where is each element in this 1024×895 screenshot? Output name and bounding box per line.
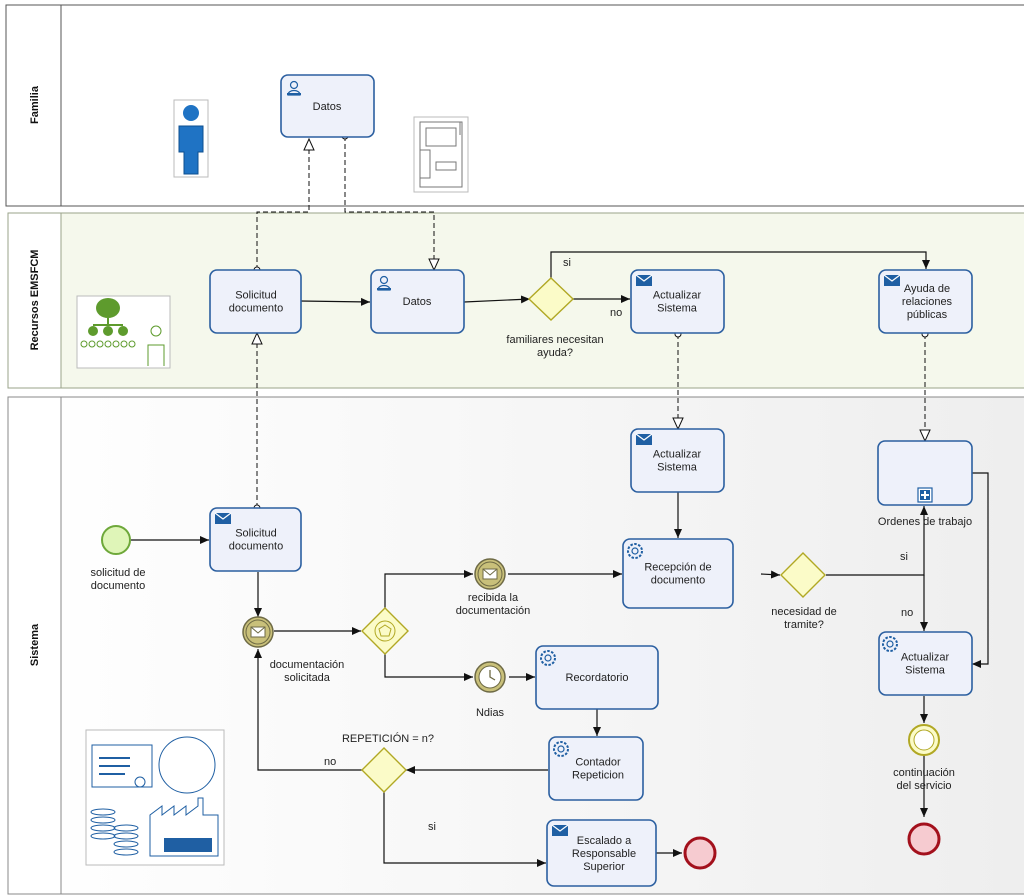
text-line: Actualizar: [653, 290, 702, 302]
label-ndias: Ndias: [476, 707, 505, 719]
label-no-right: no: [901, 607, 913, 619]
text-line: Actualizar: [901, 652, 950, 664]
text-line: documentación: [270, 659, 345, 671]
text-line: Datos: [403, 296, 432, 308]
intermediate-recibida-documentacion[interactable]: [474, 558, 506, 590]
lane-title-recursos: Recursos EMSFCM: [29, 250, 41, 351]
text-line: Recepción de: [644, 562, 711, 574]
label-ordenes-de-trabajo: Ordenes de trabajo: [878, 516, 972, 528]
end-event-right[interactable]: [907, 822, 941, 856]
end-event-escalado[interactable]: [683, 836, 717, 870]
text-line: públicas: [907, 309, 948, 321]
text-line: solicitud de: [90, 567, 145, 579]
label-si-top: si: [563, 257, 571, 269]
text-line: Sistema: [657, 303, 698, 315]
text-line: Repeticion: [572, 770, 624, 782]
text-line: Sistema: [905, 665, 946, 677]
text-line: Sistema: [657, 462, 698, 474]
gateway-necesidad-tramite[interactable]: [780, 552, 826, 598]
text-line: Contador: [575, 757, 621, 769]
person-icon: [173, 99, 209, 178]
text-line: Solicitud: [235, 290, 277, 302]
text-line: ayuda?: [537, 347, 573, 359]
intermediate-continuacion[interactable]: [908, 724, 940, 756]
label-si-right: si: [900, 551, 908, 563]
gateway-familiares-necesitan[interactable]: [527, 277, 575, 321]
task-label: Datos: [313, 101, 342, 113]
start-event[interactable]: [101, 525, 131, 555]
text-line: recibida la: [468, 592, 519, 604]
lane-title-sistema: Sistema: [29, 623, 41, 666]
text-line: Actualizar: [653, 449, 702, 461]
intermediate-documentacion-solicitada[interactable]: [242, 616, 274, 648]
sequence-flows: [131, 251, 989, 867]
text-line: Ayuda de: [904, 283, 950, 295]
text-line: Responsable: [572, 848, 636, 860]
text-line: necesidad de: [771, 606, 836, 618]
task-ordenes-de-trabajo[interactable]: [877, 440, 973, 506]
text-line: Solicitud: [235, 528, 277, 540]
text-line: documentación: [456, 605, 531, 617]
label-no-top: no: [610, 307, 622, 319]
documents-factory-icon: [85, 729, 225, 866]
task-datos-recursos[interactable]: Datos: [370, 269, 465, 334]
task-datos-familia[interactable]: Datos: [280, 74, 375, 138]
text-line: continuación: [893, 767, 955, 779]
lane-familia: Familia: [5, 4, 1024, 207]
task-recordatorio[interactable]: Recordatorio: [535, 645, 659, 710]
text-line: relaciones: [902, 296, 953, 308]
label-repeticion: REPETICIÓN = n?: [342, 732, 434, 745]
lane-recursos: Recursos EMSFCM: [7, 212, 1024, 389]
text-line: Recordatorio: [566, 672, 629, 684]
task-label: Datos: [403, 296, 432, 308]
text-line: familiares necesitan: [506, 334, 603, 346]
ticket-machine-icon: [413, 116, 469, 193]
text-line: documento: [91, 580, 145, 592]
label-si-rep: si: [428, 821, 436, 833]
intermediate-timer-ndias[interactable]: [474, 661, 506, 693]
task-label: Recordatorio: [566, 672, 629, 684]
org-chart-icon: [76, 295, 171, 369]
text-line: documento: [229, 303, 283, 315]
text-line: tramite?: [784, 619, 824, 631]
lane-title-familia: Familia: [29, 85, 41, 124]
label-no-rep: no: [324, 756, 336, 768]
text-line: Escalado a: [577, 835, 632, 847]
text-line: documento: [651, 575, 705, 587]
text-line: del servicio: [896, 780, 951, 792]
text-line: Superior: [583, 861, 625, 873]
gateway-event-based[interactable]: [361, 607, 409, 655]
text-line: documento: [229, 541, 283, 553]
text-line: Datos: [313, 101, 342, 113]
gateway-repeticion[interactable]: [361, 747, 407, 793]
text-line: solicitada: [284, 672, 331, 684]
